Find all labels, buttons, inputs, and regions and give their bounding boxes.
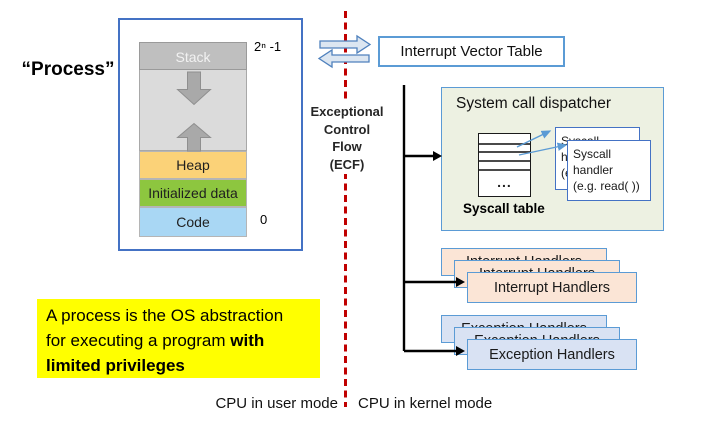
ecf-line: Control: [323, 121, 371, 137]
ecf-line: (ECF): [329, 156, 365, 172]
memory-region-initialized-data: Initialized data: [139, 179, 247, 207]
syscall-handler-box: Syscall handler (e.g. read( )): [567, 140, 651, 201]
flow-arrow-right-icon: [319, 34, 372, 55]
process-title: “Process”: [21, 59, 115, 80]
memory-stack-growth-area: [139, 70, 247, 151]
interrupt-handlers-box: Interrupt Handlers: [467, 272, 637, 303]
syscall-table: ...: [478, 133, 531, 197]
address-bottom-label: 0: [260, 212, 268, 227]
system-call-dispatcher-box: System call dispatcher ... Syscall table…: [441, 87, 664, 231]
interrupt-vector-table-box: Interrupt Vector Table: [378, 36, 565, 67]
note-line: for executing a program with: [46, 331, 265, 350]
flow-arrow-left-icon: [317, 48, 370, 69]
syscall-table-label: Syscall table: [463, 201, 545, 216]
cpu-user-mode-label: CPU in user mode: [215, 395, 338, 412]
ecf-line: Flow: [332, 139, 362, 154]
dispatcher-title: System call dispatcher: [456, 95, 612, 112]
ecf-line: Exceptional: [310, 104, 384, 119]
syscall-table-row: [479, 162, 530, 171]
address-top-label: 2ⁿ -1: [254, 39, 282, 54]
memory-region-stack: Stack: [139, 42, 247, 70]
note-line: limited privileges: [46, 356, 185, 375]
syscall-table-row: [479, 134, 530, 145]
exception-handlers-box: Exception Handlers: [467, 339, 637, 370]
ecf-label: Exceptional Control Flow (ECF): [306, 101, 388, 174]
syscall-table-ellipsis: ...: [497, 174, 512, 190]
memory-region-heap: Heap: [139, 151, 247, 179]
process-definition-note: A process is the OS abstraction for exec…: [37, 299, 320, 378]
cpu-kernel-mode-label: CPU in kernel mode: [358, 395, 493, 412]
syscall-table-row: [479, 145, 530, 153]
process-memory-diagram: Stack Heap Initialized data Code 2ⁿ -1 0: [118, 18, 303, 251]
syscall-table-row: [479, 153, 530, 162]
note-line: A process is the OS abstraction: [46, 306, 284, 325]
memory-region-code: Code: [139, 207, 247, 237]
